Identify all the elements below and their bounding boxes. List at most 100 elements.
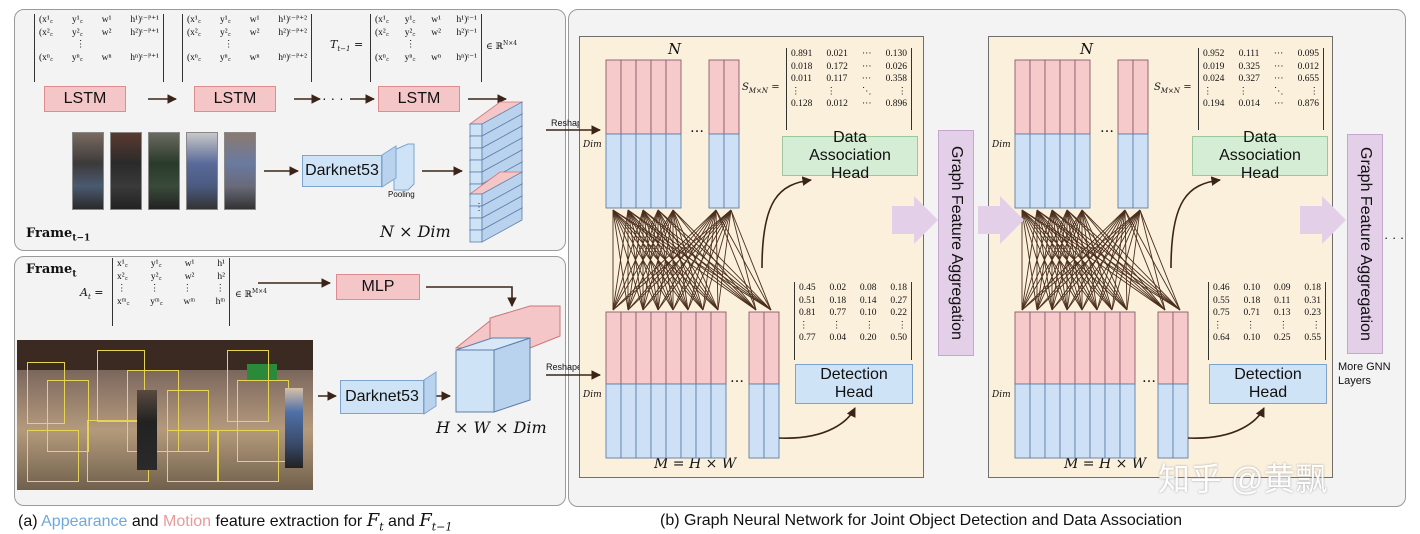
matrix-cell: 0.11 <box>1274 295 1291 306</box>
matrix-cell: x¹꜀ <box>117 259 128 269</box>
gnn-1-cols-n-pink <box>620 59 637 135</box>
matrix-cell: w² <box>184 271 195 282</box>
gnn-2-edge <box>1066 209 1083 311</box>
matrix-cell: 0.50 <box>890 333 907 343</box>
n-label-2: N <box>1080 40 1094 58</box>
matrix-cell: h²)ᵗ⁻ᴾ⁺² <box>278 27 307 38</box>
lstm-box-2: LSTM <box>194 86 276 112</box>
matrix-cell: 0.891 <box>791 49 813 59</box>
matrix-cell: 0.81 <box>799 308 816 318</box>
lstm-ellipsis: · · · <box>322 90 344 106</box>
gnn-1-edge <box>672 209 772 311</box>
matrix-cell: ⋮ <box>182 284 193 294</box>
matrix-cell: yⁿ꜀ <box>71 52 83 63</box>
matrix-cell: h²)ᵗ⁻ᴾ⁺¹ <box>130 27 159 38</box>
gnn-2-edge <box>1066 209 1166 311</box>
gnn-1-cols-n-blue <box>665 133 682 209</box>
gnn-1-edge <box>612 209 659 311</box>
matrix-cell: 0.20 <box>859 333 877 343</box>
matrix-cell: 0.55 <box>1213 295 1230 306</box>
matrix-cell: 0.08 <box>859 283 877 293</box>
person-crop-3 <box>148 132 180 210</box>
matrix-cell: 0.18 <box>890 283 907 293</box>
matrix-cell: 0.04 <box>829 333 847 343</box>
lstm-box-3: LSTM <box>378 86 460 112</box>
matrix-cell: (x¹꜀ <box>187 15 202 25</box>
matrix-cell: ⋮ <box>897 86 908 97</box>
m-label-1: M = H × W <box>654 456 737 472</box>
gnn-2-cols-n-blue <box>1029 133 1046 209</box>
hwdim-label: H × W × Dim <box>436 418 547 437</box>
stack-ellipsis: ⋮ <box>474 202 484 213</box>
gnn-1-cols-m-pink <box>605 311 622 385</box>
person-crop-5 <box>224 132 256 210</box>
matrix-cell: ⋮ <box>897 320 907 331</box>
gnn-2-cols-n-blue <box>1132 133 1149 209</box>
ndim-label: N × Dim <box>380 222 451 241</box>
gnn-1-edge <box>672 209 704 311</box>
gnn-1-cols-m-blue <box>665 383 682 459</box>
matrix-cell: w¹ <box>184 259 195 269</box>
matrix-cell: 0.10 <box>1243 283 1261 293</box>
matrix-cell: ⋮ <box>831 320 842 331</box>
matrix-cell: ⋮ <box>826 86 837 97</box>
matrix-cell: ⋮ <box>75 40 86 50</box>
gnn-2-cols-m-blue <box>1014 383 1031 459</box>
gnn-1-edge <box>672 209 719 311</box>
gnn-1-cols-n-blue <box>723 133 740 209</box>
matrix-cell: 0.18 <box>1304 283 1321 293</box>
gnn-1-cols-n-pink <box>665 59 682 135</box>
gnn-1-cols-m-pink <box>680 311 697 385</box>
more-layers-label: More GNN Layers <box>1338 361 1391 387</box>
caption-appearance: Appearance <box>41 513 128 530</box>
matrix-cell: 0.024 <box>1203 74 1225 84</box>
reshape-label-bottom: Reshape <box>546 362 583 372</box>
gnn-2-cols-n-blue <box>1014 133 1031 209</box>
matrix-cell: y²꜀ <box>150 271 162 282</box>
gnn-2-edge <box>1111 209 1141 311</box>
gnn-2-edge <box>1051 209 1166 311</box>
matrix-cell: 0.896 <box>885 99 907 109</box>
matrix-cell: ⋮ <box>1245 320 1256 331</box>
gnn-1-cols-n-blue <box>635 133 652 209</box>
matrix-cell: wᵐ <box>183 296 196 307</box>
matrix-cell: 0.117 <box>826 74 848 84</box>
matrix-cell: 0.27 <box>890 295 907 306</box>
n-label-1: N <box>668 40 682 58</box>
matrix-cell: (xⁿ꜀ <box>375 52 390 63</box>
dh-box-1: Detection Head <box>795 364 913 404</box>
dots-1b: … <box>730 370 744 386</box>
matrix-cell: 0.130 <box>885 49 907 59</box>
gnn-1-edge <box>642 209 674 311</box>
matrix-cell: y¹꜀ <box>404 15 416 25</box>
hw-block-front <box>455 349 495 413</box>
matrix-cell: 0.021 <box>826 49 848 59</box>
gnn-2-cols-n-pink <box>1044 59 1061 135</box>
gnn-2-edge <box>1036 209 1141 311</box>
gnn-2-edge <box>1021 209 1053 311</box>
matrix-cell: 0.10 <box>859 308 877 318</box>
matrix-cell: 0.77 <box>799 333 816 343</box>
matrix-cell: wⁿ <box>431 52 441 63</box>
gnn-2-cols-n-pink <box>1014 59 1031 135</box>
gnn-1-arrow-to-dah <box>761 176 812 269</box>
matrix-cell: 0.014 <box>1238 99 1260 109</box>
gnn-1-edge <box>672 209 689 311</box>
frame-cur-label: Framet <box>26 262 77 280</box>
matrix-cell: 0.327 <box>1238 74 1260 84</box>
matrix-cell: ⋮ <box>1203 86 1213 97</box>
t-space-label: ∈ ℝN×4 <box>486 40 518 52</box>
